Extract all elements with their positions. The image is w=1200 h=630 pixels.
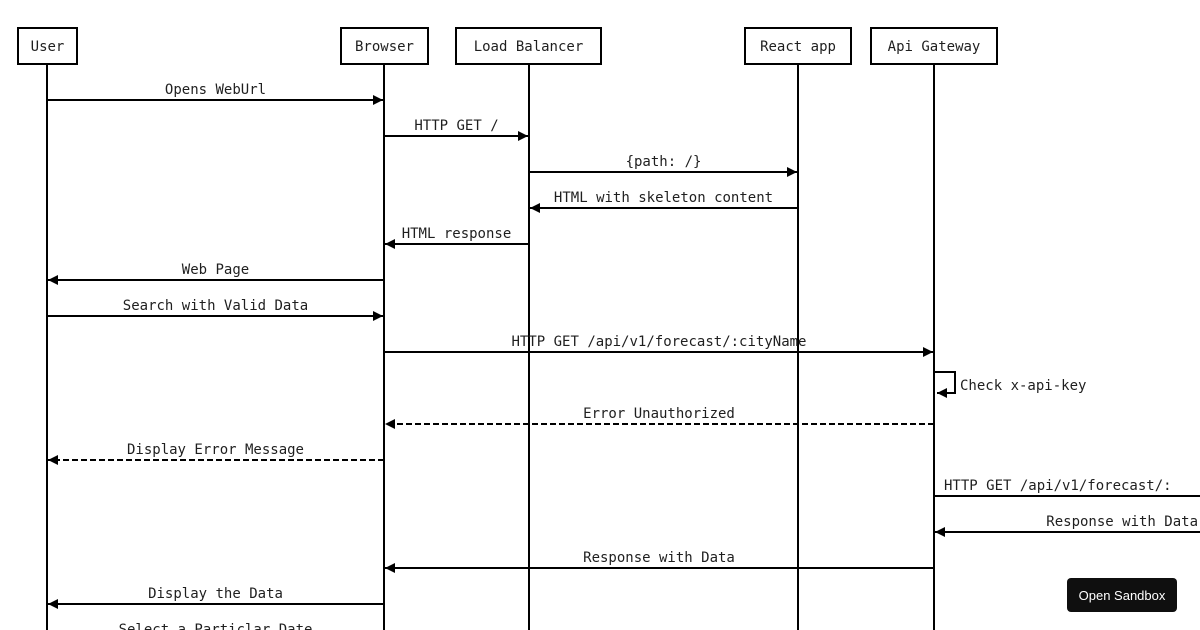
message-arrow: HTML response bbox=[385, 226, 529, 249]
participant-label: React app bbox=[760, 39, 836, 55]
message-arrow: HTTP GET / bbox=[384, 118, 528, 141]
message-label: Check x-api-key bbox=[960, 378, 1086, 394]
message-label: Search with Valid Data bbox=[123, 298, 308, 314]
message-label: Error Unauthorized bbox=[583, 406, 735, 422]
message-arrow: Display Error Message bbox=[48, 442, 384, 465]
participant-box bbox=[744, 27, 852, 65]
participant-label: Browser bbox=[355, 39, 414, 55]
participant-react: React app bbox=[744, 27, 852, 65]
message-label: HTTP GET /api/v1/forecast/: bbox=[944, 478, 1172, 494]
message-arrow: Response with Data bbox=[385, 550, 934, 573]
message-arrow: Web Page bbox=[48, 262, 384, 285]
participant-browser: Browser bbox=[340, 27, 429, 65]
message-arrow: Search with Valid Data bbox=[47, 298, 383, 321]
message-arrow: Error Unauthorized bbox=[385, 406, 934, 429]
message-label: HTTP GET / bbox=[414, 118, 498, 134]
message-label: Response with Data bbox=[1046, 514, 1198, 530]
message-label: HTML with skeleton content bbox=[554, 190, 773, 206]
message-arrow: Opens WebUrl bbox=[47, 82, 383, 105]
participant-label: User bbox=[31, 39, 65, 55]
participant-lb: Load Balancer bbox=[455, 27, 602, 65]
message-arrow: Check x-api-key bbox=[934, 371, 1086, 398]
message-label: HTML response bbox=[402, 226, 512, 242]
message-arrow: Response with Data bbox=[935, 514, 1200, 537]
participant-box bbox=[455, 27, 602, 65]
message-arrow: HTTP GET /api/v1/forecast/:cityName bbox=[384, 334, 933, 357]
message-line bbox=[934, 371, 956, 398]
message-label: HTTP GET /api/v1/forecast/:cityName bbox=[511, 334, 806, 350]
participant-label: Load Balancer bbox=[474, 39, 584, 55]
message-label: Response with Data bbox=[583, 550, 735, 566]
message-label: Display the Data bbox=[148, 586, 283, 602]
message-label: Display Error Message bbox=[127, 442, 304, 458]
participant-label: Api Gateway bbox=[888, 39, 981, 55]
message-label: Select a Particlar Date bbox=[119, 622, 313, 630]
message-label: {path: /} bbox=[626, 154, 702, 170]
participant-box bbox=[17, 27, 78, 65]
open-sandbox-button[interactable]: Open Sandbox bbox=[1067, 578, 1177, 612]
message-arrow: HTTP GET /api/v1/forecast/: bbox=[934, 478, 1200, 497]
message-label: Web Page bbox=[182, 262, 249, 278]
participant-box bbox=[340, 27, 429, 65]
message-arrow: Select a Particlar Date bbox=[119, 622, 313, 630]
participant-box bbox=[870, 27, 998, 65]
message-arrow: Display the Data bbox=[48, 586, 384, 609]
participant-user: User bbox=[17, 27, 78, 65]
message-arrow: {path: /} bbox=[529, 154, 797, 177]
message-arrow: HTML with skeleton content bbox=[530, 190, 798, 213]
participant-api: Api Gateway bbox=[870, 27, 998, 65]
message-label: Opens WebUrl bbox=[165, 82, 266, 98]
